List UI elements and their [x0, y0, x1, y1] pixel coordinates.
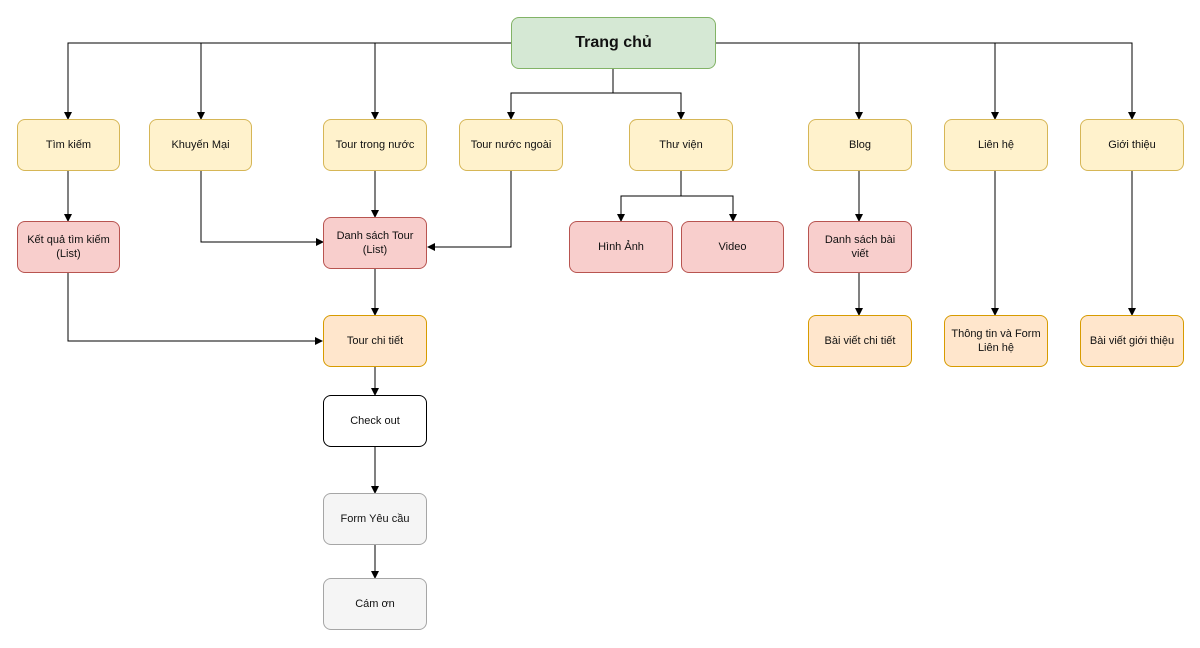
node-label: Thư viện: [659, 139, 703, 151]
node-label: Thông tin và Form Liên hệ: [951, 328, 1041, 354]
node-thong-tin-form-lien-he: Thông tin và Form Liên hệ: [944, 315, 1048, 367]
node-label: Tour nước ngoài: [470, 139, 552, 151]
node-label: Form Yêu cầu: [340, 513, 410, 525]
node-label: Video: [718, 241, 747, 253]
node-hinh-anh: Hình Ảnh: [569, 221, 673, 273]
node-gioi-thieu: Giới thiệu: [1080, 119, 1184, 171]
node-label: Liên hệ: [977, 139, 1015, 151]
node-lien-he: Liên hệ: [944, 119, 1048, 171]
node-danh-sach-bai-viet: Danh sách bài viết: [808, 221, 912, 273]
node-label: Danh sách Tour (List): [336, 230, 414, 256]
node-blog: Blog: [808, 119, 912, 171]
edge-ket-qua-tour-chi-tiet: [67, 273, 323, 345]
edge-root-right-bus: [716, 42, 1136, 120]
edge-root-split: [507, 69, 614, 120]
edge-thu-vien-split: [617, 171, 682, 222]
node-label: Blog: [848, 139, 872, 151]
node-label: Bài viết giới thiệu: [1089, 335, 1175, 347]
edge-root-thu-vien: [613, 92, 685, 120]
node-tim-kiem: Tìm kiếm: [17, 119, 120, 171]
node-label: Cám ơn: [355, 598, 395, 610]
node-label: Check out: [350, 415, 400, 427]
node-label: Khuyến Mại: [171, 139, 230, 151]
node-cam-on: Cám ơn: [323, 578, 427, 630]
node-trang-chu: Trang chủ: [511, 17, 716, 69]
edge-root-left-bus: [64, 42, 511, 120]
edge-thu-vien-video: [681, 195, 737, 222]
node-check-out: Check out: [323, 395, 427, 447]
node-label: Kết quả tìm kiếm (List): [27, 234, 110, 260]
node-form-yeu-cau: Form Yêu cầu: [323, 493, 427, 545]
node-bai-viet-chi-tiet: Bài viết chi tiết: [808, 315, 912, 367]
node-label: Tour trong nước: [335, 139, 415, 151]
edge-nuoc-ngoai-danh-sach: [427, 171, 512, 251]
node-label: Giới thiệu: [1108, 139, 1156, 151]
node-label: Tìm kiếm: [45, 139, 92, 151]
node-khuyen-mai: Khuyến Mại: [149, 119, 252, 171]
node-label: Hình Ảnh: [598, 241, 644, 253]
node-tour-nuoc-ngoai: Tour nước ngoài: [459, 119, 563, 171]
node-bai-viet-gioi-thieu: Bài viết giới thiệu: [1080, 315, 1184, 367]
node-label: Trang chủ: [575, 34, 652, 51]
node-label: Tour chi tiết: [346, 335, 404, 347]
node-video: Video: [681, 221, 784, 273]
edge-khuyen-mai-danh-sach: [200, 171, 324, 246]
node-label: Bài viết chi tiết: [824, 335, 896, 347]
node-tour-chi-tiet: Tour chi tiết: [323, 315, 427, 367]
node-ket-qua-tim-kiem: Kết quả tìm kiếm (List): [17, 221, 120, 273]
node-danh-sach-tour: Danh sách Tour (List): [323, 217, 427, 269]
node-thu-vien: Thư viện: [629, 119, 733, 171]
node-label: Danh sách bài viết: [824, 234, 896, 260]
node-tour-trong-nuoc: Tour trong nước: [323, 119, 427, 171]
